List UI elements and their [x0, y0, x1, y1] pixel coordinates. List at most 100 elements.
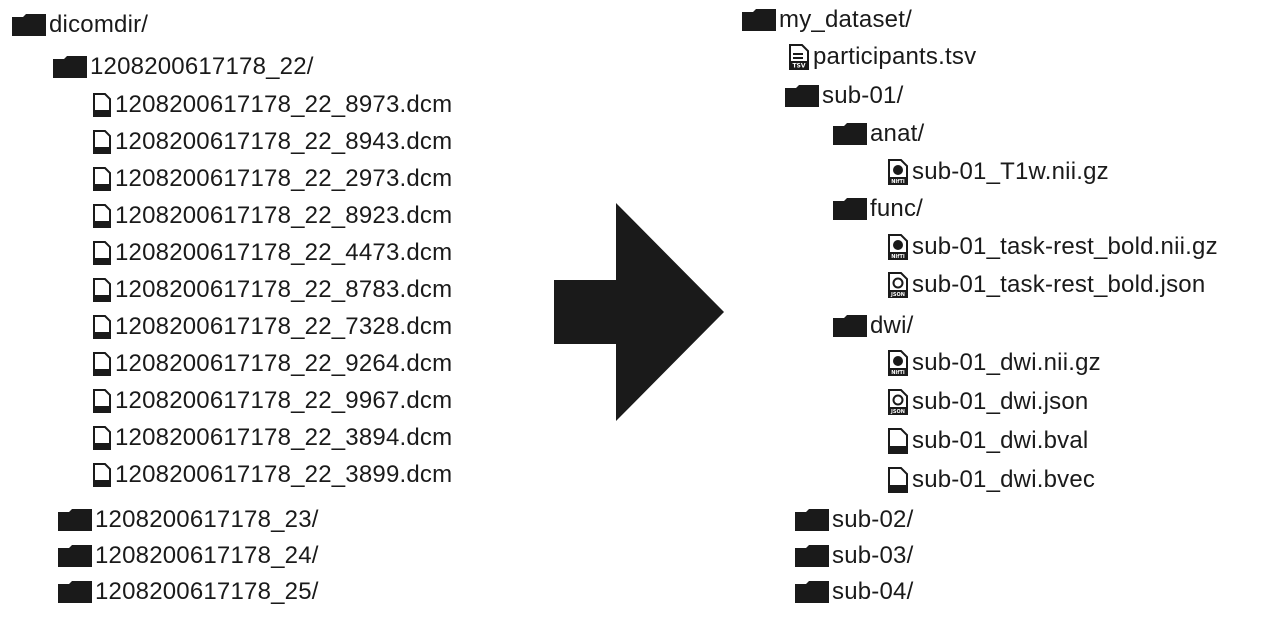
tree-item-label: 1208200617178_22_8923.dcm	[115, 202, 453, 229]
tree-item-json-file[interactable]: JSON sub-01_dwi.json	[887, 385, 1088, 419]
tree-item-dcm-file[interactable]: 1208200617178_22_8943.dcm	[92, 125, 452, 159]
tree-item-dcm-file[interactable]: 1208200617178_22_8973.dcm	[92, 88, 452, 122]
folder-icon	[58, 509, 92, 531]
file-icon	[92, 93, 112, 117]
tree-item-series-22[interactable]: 1208200617178_22/	[53, 50, 314, 84]
folder-icon	[12, 14, 46, 36]
file-icon	[92, 167, 112, 191]
tree-item-dcm-file[interactable]: 1208200617178_22_3894.dcm	[92, 421, 452, 455]
file-icon	[887, 467, 909, 493]
tree-item-bval-file[interactable]: sub-01_dwi.bval	[887, 424, 1088, 458]
tree-item-label: 1208200617178_22/	[90, 53, 314, 80]
tree-item-label: sub-04/	[832, 578, 914, 605]
folder-icon	[58, 581, 92, 603]
tree-item-label: 1208200617178_23/	[95, 506, 319, 533]
tree-item-sub-04[interactable]: sub-04/	[795, 575, 913, 609]
file-icon	[92, 315, 112, 339]
file-icon	[92, 426, 112, 450]
file-icon	[92, 204, 112, 228]
folder-icon	[795, 581, 829, 603]
nifti-badge: NIfTI	[891, 179, 905, 185]
nifti-file-icon: NIfTI	[887, 350, 909, 376]
tree-item-json-file[interactable]: JSON sub-01_task-rest_bold.json	[887, 268, 1205, 302]
tree-item-label: anat/	[870, 120, 925, 147]
file-icon	[887, 428, 909, 454]
json-file-icon: JSON	[887, 389, 909, 415]
tree-item-nifti-file[interactable]: NIfTI sub-01_T1w.nii.gz	[887, 155, 1109, 189]
json-badge: JSON	[890, 292, 905, 298]
tree-item-dcm-file[interactable]: 1208200617178_22_7328.dcm	[92, 310, 452, 344]
file-icon	[92, 241, 112, 265]
nifti-file-icon: NIfTI	[887, 159, 909, 185]
tree-item-series-23[interactable]: 1208200617178_23/	[58, 503, 319, 537]
tree-item-dcm-file[interactable]: 1208200617178_22_4473.dcm	[92, 236, 452, 270]
tree-item-dcm-file[interactable]: 1208200617178_22_2973.dcm	[92, 162, 452, 196]
tree-item-anat[interactable]: anat/	[833, 117, 924, 151]
file-icon	[92, 278, 112, 302]
tree-item-label: 1208200617178_22_3894.dcm	[115, 424, 453, 451]
nifti-badge: NIfTI	[891, 370, 905, 376]
tree-item-dcm-file[interactable]: 1208200617178_22_9967.dcm	[92, 384, 452, 418]
folder-icon	[795, 509, 829, 531]
tree-item-label: sub-01/	[822, 82, 904, 109]
tree-item-dcm-file[interactable]: 1208200617178_22_8923.dcm	[92, 199, 452, 233]
tree-item-label: sub-01_dwi.json	[912, 388, 1089, 415]
tree-item-bvec-file[interactable]: sub-01_dwi.bvec	[887, 463, 1095, 497]
file-icon	[92, 130, 112, 154]
tree-item-func[interactable]: func/	[833, 192, 923, 226]
tree-item-label: sub-02/	[832, 506, 914, 533]
tree-item-series-25[interactable]: 1208200617178_25/	[58, 575, 319, 609]
tree-item-label: 1208200617178_22_9264.dcm	[115, 350, 453, 377]
tree-item-label: my_dataset/	[779, 6, 912, 33]
folder-icon	[795, 545, 829, 567]
tree-item-label: sub-01_dwi.bvec	[912, 466, 1096, 493]
tree-item-sub-02[interactable]: sub-02/	[795, 503, 913, 537]
nifti-badge: NIfTI	[891, 254, 905, 260]
tree-item-label: 1208200617178_22_8943.dcm	[115, 128, 453, 155]
tree-item-label: 1208200617178_24/	[95, 542, 319, 569]
tree-item-label: sub-03/	[832, 542, 914, 569]
tree-item-label: 1208200617178_25/	[95, 578, 319, 605]
tree-item-label: 1208200617178_22_3899.dcm	[115, 461, 453, 488]
tree-item-dicomdir[interactable]: dicomdir/	[12, 8, 148, 42]
tree-item-label: participants.tsv	[813, 43, 977, 70]
folder-icon	[742, 9, 776, 31]
tree-item-label: sub-01_task-rest_bold.json	[912, 271, 1206, 298]
folder-icon	[785, 85, 819, 107]
folder-icon	[833, 315, 867, 337]
tree-item-label: sub-01_task-rest_bold.nii.gz	[912, 233, 1218, 260]
tree-item-nifti-file[interactable]: NIfTI sub-01_task-rest_bold.nii.gz	[887, 230, 1218, 264]
tree-item-label: 1208200617178_22_8783.dcm	[115, 276, 453, 303]
tree-item-series-24[interactable]: 1208200617178_24/	[58, 539, 319, 573]
tree-item-dcm-file[interactable]: 1208200617178_22_9264.dcm	[92, 347, 452, 381]
json-file-icon: JSON	[887, 272, 909, 298]
tree-item-label: 1208200617178_22_7328.dcm	[115, 313, 453, 340]
tree-item-label: 1208200617178_22_2973.dcm	[115, 165, 453, 192]
folder-icon	[58, 545, 92, 567]
tree-item-label: 1208200617178_22_9967.dcm	[115, 387, 453, 414]
folder-icon	[833, 123, 867, 145]
file-icon	[92, 463, 112, 487]
json-badge: JSON	[890, 409, 905, 415]
tree-item-label: 1208200617178_22_8973.dcm	[115, 91, 453, 118]
tsv-badge: TSV	[792, 63, 805, 70]
tree-item-sub-01[interactable]: sub-01/	[785, 79, 903, 113]
tree-item-label: sub-01_T1w.nii.gz	[912, 158, 1109, 185]
conversion-arrow-icon	[554, 203, 724, 426]
tree-item-dcm-file[interactable]: 1208200617178_22_8783.dcm	[92, 273, 452, 307]
file-icon	[92, 352, 112, 376]
nifti-file-icon: NIfTI	[887, 234, 909, 260]
tree-item-dwi[interactable]: dwi/	[833, 309, 913, 343]
tree-item-nifti-file[interactable]: NIfTI sub-01_dwi.nii.gz	[887, 346, 1101, 380]
tree-item-my-dataset[interactable]: my_dataset/	[742, 3, 912, 37]
tree-item-label: dicomdir/	[49, 11, 149, 38]
file-icon	[92, 389, 112, 413]
folder-icon	[53, 56, 87, 78]
tree-item-label: func/	[870, 195, 924, 222]
tree-item-sub-03[interactable]: sub-03/	[795, 539, 913, 573]
tree-item-label: sub-01_dwi.nii.gz	[912, 349, 1101, 376]
tsv-file-icon: TSV	[788, 44, 810, 70]
tree-item-participants-tsv[interactable]: TSV participants.tsv	[788, 40, 976, 74]
folder-icon	[833, 198, 867, 220]
tree-item-dcm-file[interactable]: 1208200617178_22_3899.dcm	[92, 458, 452, 492]
